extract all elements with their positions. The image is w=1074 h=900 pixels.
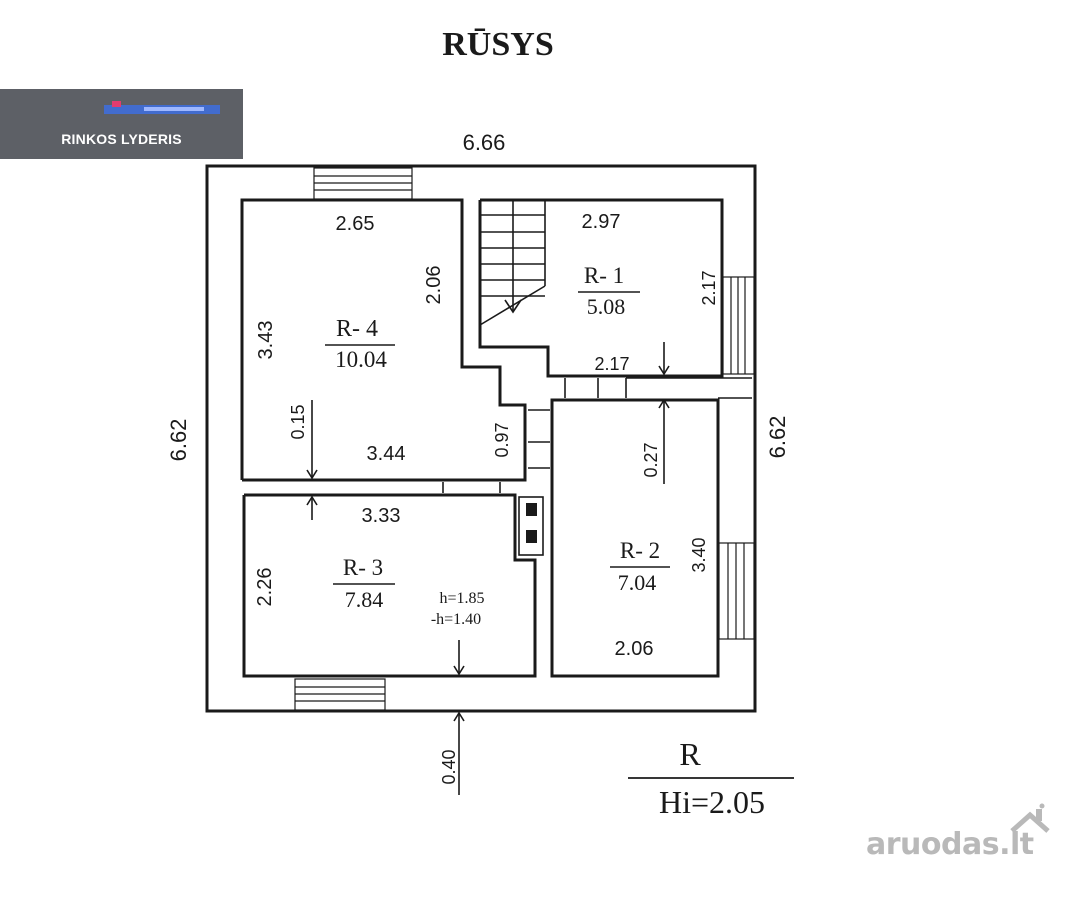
flue-1 — [526, 503, 537, 516]
dim-r3-width: 3.33 — [362, 505, 401, 527]
dim-r2-height: 3.40 — [689, 537, 709, 572]
window-top — [313, 167, 413, 200]
dim-r3-height: 2.26 — [254, 568, 276, 607]
room-r4 — [240, 198, 527, 482]
window-bottom — [294, 678, 386, 711]
dim-r2-offset: 0.27 — [641, 442, 661, 477]
room-r2 — [550, 398, 720, 678]
dim-r4-inner: 2.06 — [423, 266, 445, 305]
legend-letter: R — [679, 736, 701, 772]
watermark-suffix: .lt — [999, 827, 1034, 862]
room-r1-area: 5.08 — [587, 294, 626, 319]
legend: R Hi=2.05 — [628, 736, 794, 820]
dim-outer-offset: 0.40 — [439, 749, 459, 784]
room-r3 — [242, 493, 544, 678]
stairs — [479, 200, 546, 326]
dim-overall-height-left: 6.62 — [166, 419, 191, 462]
dimension-arrows — [306, 342, 670, 795]
room-label-r4: R- 4 10.04 — [325, 316, 395, 372]
outer-walls — [205, 164, 757, 713]
badge-tagline: RINKOS LYDERIS — [61, 131, 182, 147]
room-r4-name: R- 4 — [336, 316, 378, 342]
room-r3-name: R- 3 — [343, 555, 383, 580]
dim-overall-height-right: 6.62 — [765, 416, 790, 459]
window-right-upper — [722, 276, 755, 375]
aruodas-watermark: aruodas.lt — [866, 827, 1034, 867]
house-icon — [1010, 803, 1050, 833]
dim-r1-height: 2.17 — [699, 270, 719, 305]
room-label-r1: R- 1 5.08 — [578, 263, 640, 319]
door-openings — [442, 377, 752, 493]
legend-height: Hi=2.05 — [659, 784, 765, 820]
chimney — [518, 496, 544, 556]
dim-r4-bottom: 3.44 — [367, 443, 406, 465]
room-r4-area: 10.04 — [335, 347, 387, 372]
dim-overall-width: 6.66 — [463, 130, 506, 155]
room-r2-name: R- 2 — [620, 538, 660, 563]
room-r1-name: R- 1 — [584, 263, 624, 288]
dim-r1-width: 2.97 — [582, 211, 621, 233]
dim-r4-width: 2.65 — [336, 213, 375, 235]
dim-passage: 0.97 — [492, 422, 512, 457]
room-label-r2: R- 2 7.04 — [610, 538, 670, 595]
watermark-text: aruodas — [866, 827, 1000, 862]
dim-r1-bottom: 2.17 — [594, 354, 629, 374]
agency-badge: RINKOS LYDERIS — [0, 89, 243, 159]
room-r3-area: 7.84 — [345, 587, 384, 612]
room-r2-area: 7.04 — [618, 570, 657, 595]
window-right-lower — [718, 542, 755, 640]
agency-logo — [104, 101, 220, 114]
room-r1 — [478, 198, 724, 378]
dim-r4-height: 3.43 — [255, 321, 277, 360]
room-r3-height-2: -h=1.40 — [431, 611, 481, 628]
dim-r2-bottom: 2.06 — [615, 638, 654, 660]
dim-r4-offset: 0.15 — [288, 404, 308, 439]
room-label-r3: R- 3 7.84 h=1.85 -h=1.40 — [333, 555, 485, 628]
room-r3-height-1: h=1.85 — [439, 590, 484, 607]
plan-title: RŪSYS — [442, 26, 553, 63]
flue-2 — [526, 530, 537, 543]
